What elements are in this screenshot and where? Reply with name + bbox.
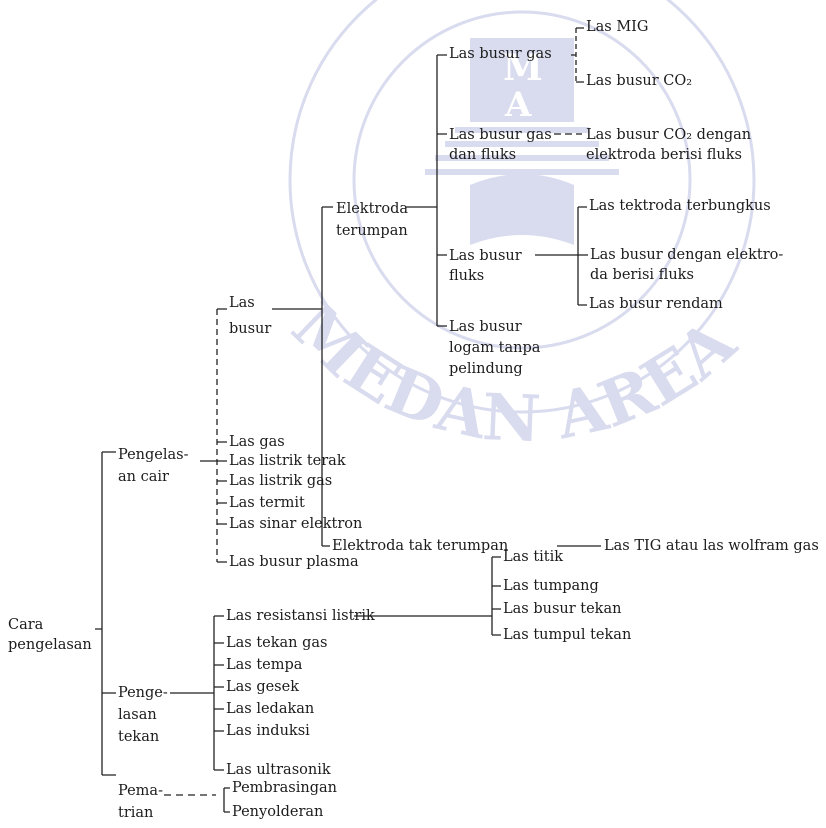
- node-las-termit: Las termit: [229, 495, 305, 511]
- node-las-busur-tekan: Las busur tekan: [503, 601, 622, 617]
- node-las-tempa: Las tempa: [226, 657, 303, 673]
- node-penyolderan: Penyolderan: [232, 804, 324, 820]
- watermark-inner-circle: [352, 10, 692, 350]
- node-las-busur: Las busur: [229, 295, 272, 337]
- node-pengelasan-tekan: Penge-lasan tekan: [118, 685, 168, 745]
- connector-terumpan-spine: [405, 55, 438, 326]
- connector-terumpan-branches: [437, 54, 447, 327]
- node-las-busur-logam: Las busur logam tanpa pelindung: [449, 319, 541, 377]
- node-las-gesek: Las gesek: [226, 679, 299, 695]
- node-las-listrik-terak: Las listrik terak: [229, 453, 346, 469]
- watermark-emblem: M A: [425, 38, 619, 245]
- watermark-outer-circle: [288, 0, 756, 414]
- node-las-tumpul-tekan: Las tumpul tekan: [503, 627, 632, 643]
- connector-pematrian-branches: [223, 787, 230, 813]
- node-co2-fluks: Las busur CO₂ dengan elektroda berisi fl…: [586, 127, 752, 163]
- connector-busur-fluks: [535, 207, 579, 305]
- connector-root: [95, 452, 103, 775]
- node-las-busur-rendam: Las busur rendam: [589, 296, 723, 312]
- node-las-busur-co2: Las busur CO₂: [586, 73, 693, 89]
- node-las-ultrasonik: Las ultrasonik: [226, 762, 331, 778]
- connector-elektroda-branches: [322, 206, 333, 547]
- node-las-mig: Las MIG: [586, 19, 649, 35]
- connector-root-branches: [102, 451, 116, 776]
- connector-busur-gas-branches: [576, 27, 584, 83]
- node-las-ledakan: Las ledakan: [226, 701, 315, 717]
- watermark-letter-a: A: [504, 85, 532, 125]
- node-las-resistansi-listrik: Las resistansi listrik: [226, 608, 375, 624]
- root-node: Cara pengelasan: [8, 617, 92, 653]
- node-las-tumpang: Las tumpang: [503, 578, 599, 594]
- connector-resistansi: [354, 557, 493, 635]
- node-las-listrik-gas: Las listrik gas: [229, 473, 333, 489]
- node-las-busur-gas-fluks: Las busur gas dan fluks: [449, 127, 552, 163]
- node-elektroda-terumpan: Elektroda terumpan: [336, 201, 409, 239]
- connector-las-busur: [272, 207, 323, 546]
- node-las-induksi: Las induksi: [226, 723, 310, 739]
- node-las-busur-elektroda-fluks: Las busur dengan elektro-da berisi fluks: [590, 247, 784, 283]
- node-pembrasingan: Pembrasingan: [232, 780, 337, 796]
- node-las-busur-plasma: Las busur plasma: [229, 554, 359, 570]
- connector-busur-gas: [571, 28, 577, 82]
- node-las-sinar-elektron: Las sinar elektron: [229, 516, 363, 532]
- node-elektroda-tak-terumpan: Elektroda tak terumpan: [332, 538, 509, 554]
- connector-tekan: [170, 616, 215, 770]
- node-pengelasan-cair: Pengelas-an cair: [118, 447, 189, 485]
- connector-busur-fluks-branches: [578, 206, 588, 306]
- node-las-busur-gas: Las busur gas: [449, 46, 552, 62]
- connector-resistansi-branches: [492, 556, 501, 636]
- connector-cair-branches: [217, 308, 227, 563]
- node-las-tekan-gas: Las tekan gas: [226, 635, 328, 651]
- node-pematrian: Pema-trian: [118, 783, 163, 821]
- node-las-tig: Las TIG atau las wolfram gas: [604, 538, 819, 554]
- node-las-titik: Las titik: [503, 549, 564, 565]
- watermark-letter-m: M: [503, 47, 543, 89]
- connector-tekan-branches: [214, 615, 224, 771]
- node-las-tektroda: Las tektroda terbungkus: [589, 198, 771, 214]
- node-las-gas: Las gas: [229, 434, 285, 450]
- node-las-busur-fluks: Las busur fluks: [449, 248, 522, 284]
